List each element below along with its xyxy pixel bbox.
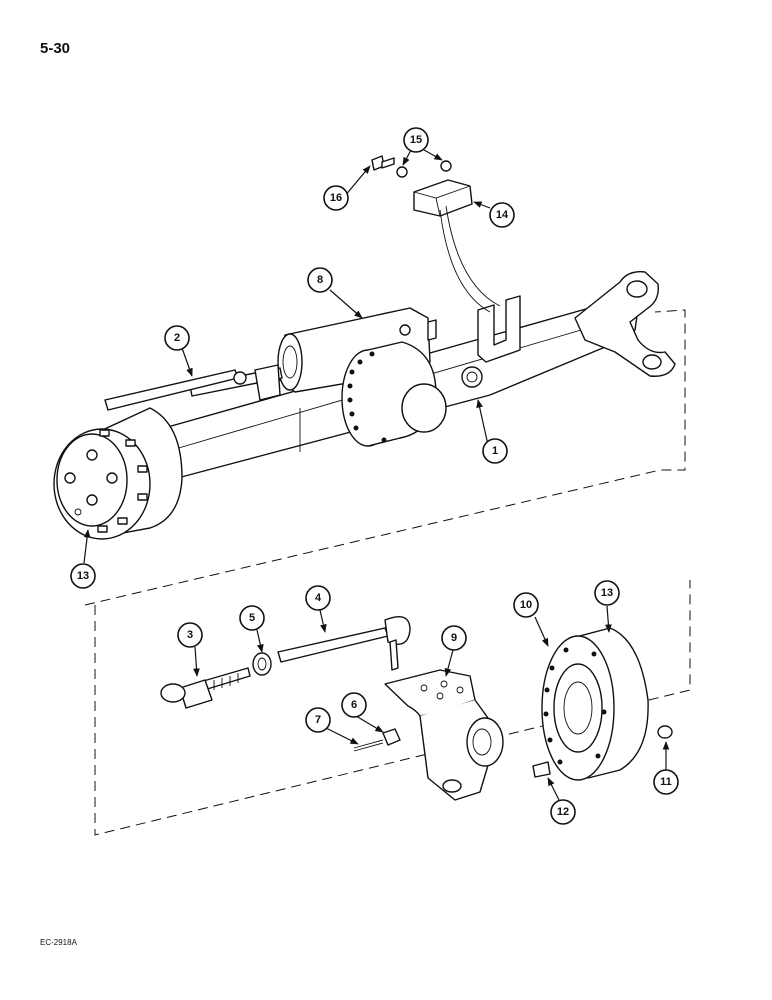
tie-rod [104,364,281,411]
svg-text:6: 6 [351,699,357,711]
callout-1: 1 [482,438,508,464]
steering-knuckle [384,669,504,801]
svg-text:10: 10 [520,599,532,611]
callout-8: 8 [307,267,333,293]
wheel-hub-left [53,407,183,540]
callout-13-axle: 13 [70,563,96,589]
svg-text:15: 15 [410,134,422,146]
svg-text:12: 12 [557,806,569,818]
sensor-bracket [477,295,521,363]
wheel-hub-exploded [541,627,649,781]
svg-text:1: 1 [492,445,498,457]
adjuster-clamp [252,652,272,676]
svg-text:5: 5 [249,612,255,624]
svg-text:13: 13 [601,587,613,599]
svg-text:8: 8 [317,274,323,286]
svg-text:9: 9 [451,632,457,644]
svg-text:16: 16 [330,192,342,204]
svg-text:13: 13 [77,570,89,582]
callout-4: 4 [305,585,331,611]
callout-12: 12 [550,799,576,825]
callout-15: 15 [403,127,429,153]
svg-text:4: 4 [315,592,322,604]
svg-text:14: 14 [496,209,509,221]
tie-rod-end [160,667,251,709]
callout-13-hub: 13 [594,580,620,606]
callout-6: 6 [341,692,367,718]
callout-14: 14 [489,202,515,228]
castle-nut-and-cotter-pin [353,728,401,752]
svg-text:7: 7 [315,714,321,726]
lower-assembly-outline [94,580,691,836]
figure-code: EC-2918A [40,938,77,947]
wheel-bolt [532,761,551,778]
callout-11: 11 [653,769,679,795]
callout-3: 3 [177,622,203,648]
callout-16: 16 [323,185,349,211]
callout-10: 10 [513,592,539,618]
tie-rod-inner [277,616,411,671]
svg-text:11: 11 [660,776,672,788]
callout-leaders [83,149,670,801]
callout-9: 9 [441,625,467,651]
callout-5: 5 [239,605,265,631]
callout-7: 7 [305,707,331,733]
upper-assembly-outline [84,309,686,606]
svg-text:2: 2 [174,332,180,344]
wheel-nut [657,725,673,739]
callout-2: 2 [164,325,190,351]
svg-text:3: 3 [187,629,193,641]
speed-sensor [371,155,501,313]
page-number: 5-30 [40,40,71,57]
center-pivot-housing [341,341,447,447]
